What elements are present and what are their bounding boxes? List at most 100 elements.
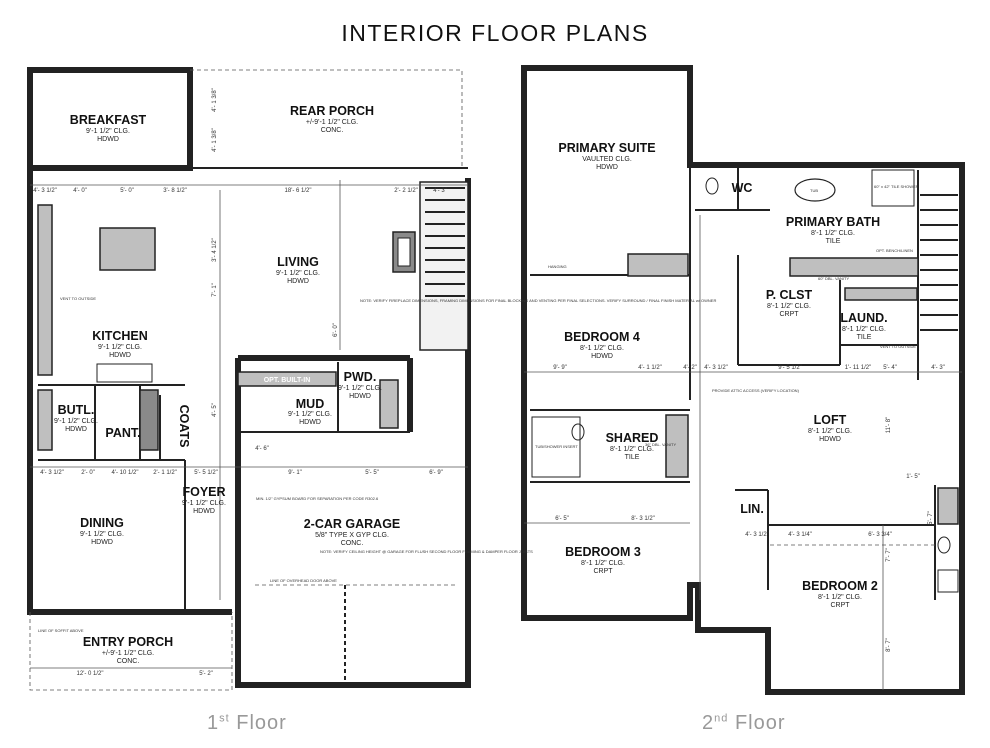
room-name: BEDROOM 4 [564,330,640,344]
room-spec: 9'-1 1/2" CLG. [86,128,130,135]
dim-text: 8'- 7" [886,638,892,652]
room-spec: +/-9'-1 1/2" CLG. [102,650,154,657]
room-spec: 8'-1 1/2" CLG. [580,345,624,352]
room-name: 2-CAR GARAGE [304,517,401,531]
laundry-counter [844,287,918,301]
dim-text: 4'- 3 1/4" [788,532,812,538]
dim-text: 6'- 9" [429,470,443,476]
room-spec: 9'-1 1/2" CLG. [80,531,124,538]
built-in-label: OPT. BUILT-IN [264,377,311,384]
dim-text: 4'- 5" [212,403,218,417]
tub-shower [531,416,581,478]
dim-text: 4'- 10 1/2" [112,470,139,476]
room-name: BEDROOM 2 [802,579,878,593]
pwd-vanity [379,379,399,429]
bed2-shower [937,569,959,593]
floor-2-labels: PRIMARY SUITE VAULTED CLG. HDWD WC PRIMA… [535,141,945,652]
room-spec: HDWD [819,436,841,443]
room-spec: 8'-1 1/2" CLG. [767,303,811,310]
room-spec: 9'-1 1/2" CLG. [182,500,226,507]
room-name: PRIMARY BATH [786,215,880,229]
dim-text: 3'- 4 1/2" [212,238,218,262]
bed2-toilet [937,536,951,554]
fireplace-note: NOTE: VERIFY FIREPLACE DIMENSIONS, FRAMI… [360,298,716,303]
dim-text: 5'- 5" [365,470,379,476]
dim-text: 4'- 0" [73,188,87,194]
room-spec: 8'-1 1/2" CLG. [610,446,654,453]
plan-title: INTERIOR FLOOR PLANS [341,20,649,46]
f1-rear-porch-outline [190,69,463,168]
primary-vanity [789,257,919,277]
dim-text: 9'- 9" [553,365,567,371]
room-spec: HDWD [591,353,613,360]
floor-word: Floor [236,712,287,734]
room-spec: HDWD [97,136,119,143]
dim-text: 6'- 0" [333,323,339,337]
dim-text: 4'- 3 1/2" [40,470,64,476]
dim-text: 7'- 1" [212,283,218,297]
hanging-note: HANGING [548,264,567,269]
dim-text: 5'- 2" [199,671,213,677]
tile-shower-note: 60" x 42" TILE SHOWER [874,184,919,189]
room-name: WC [732,181,753,195]
room-spec: HDWD [299,419,321,426]
floor-2-plan [521,65,965,695]
dim-text: 3'- 8 1/2" [163,188,187,194]
floor-suffix: nd [714,712,729,725]
room-spec: TILE [857,334,872,341]
overhead-door-note: LINE OF OVERHEAD DOOR ABOVE [270,578,337,583]
shared-vanity [665,414,689,478]
room-name: BUTL. [58,403,95,417]
dim-text: 1'- 11 1/2" [845,365,872,371]
dim-text: 4'- 2" [683,365,697,371]
bed2-bath-vanity [937,487,959,525]
room-spec: 9'-1 1/2" CLG. [288,411,332,418]
shared-toilet [571,423,585,441]
butler-counter [37,389,53,451]
vanity-note: 60" DBL. VANITY [818,276,849,281]
floor-number: 2 [702,712,715,734]
floor-suffix: st [219,712,230,725]
tub-note: TUB [810,188,818,193]
room-spec: 8'-1 1/2" CLG. [842,326,886,333]
room-name: ENTRY PORCH [83,635,173,649]
garage-note: NOTE: VERIFY CEILING HEIGHT @ GARAGE FOR… [320,549,533,554]
freestanding-tub [794,178,836,202]
room-name: LIVING [277,255,319,269]
bench-linen-note: OPT. BENCH/LINEN [876,248,913,253]
room-spec: CONC. [117,658,140,665]
pantry-shelves [139,389,159,451]
room-spec: 5/8" TYPE X GYP CLG. [315,532,389,539]
room-spec: HDWD [193,508,215,515]
room-name: BREAKFAST [70,113,147,127]
dim-text: 9'- 1" [288,470,302,476]
dim-text: 5'- 7" [928,511,934,525]
dim-text: 5'- 0" [120,188,134,194]
room-spec: 9'-1 1/2" CLG. [276,270,320,277]
room-spec: CRPT [830,602,850,609]
floor-number: 1 [207,712,220,734]
dim-text: 4'- 3" [931,365,945,371]
room-spec: 8'-1 1/2" CLG. [818,594,862,601]
kitchen-island [99,227,156,271]
dim-text: 7'- 7" [886,548,892,562]
floor-1-plan [27,67,471,691]
f1-right-wall [235,178,471,688]
room-spec: HDWD [109,352,131,359]
fireplace-firebox [397,237,411,267]
dim-text: 11'- 8" [886,417,892,434]
room-name: SHARED [606,431,659,445]
dim-text: 5'- 4" [883,365,897,371]
floor-1-label: 1st Floor [207,712,287,735]
floor-2-label: 2nd Floor [702,712,786,735]
room-name: LAUND. [840,311,887,325]
dim-text: 9'- 5 1/2" [778,365,802,371]
room-spec: HDWD [65,426,87,433]
room-name: PWD. [344,370,377,384]
dim-text: 6'- 5" [555,516,569,522]
dim-text: 6'- 3 3/4" [868,532,892,538]
dim-text: 4'- 1 1/2" [638,365,662,371]
room-spec: CRPT [779,311,799,318]
dim-text: 18'- 6 1/2" [285,188,312,194]
